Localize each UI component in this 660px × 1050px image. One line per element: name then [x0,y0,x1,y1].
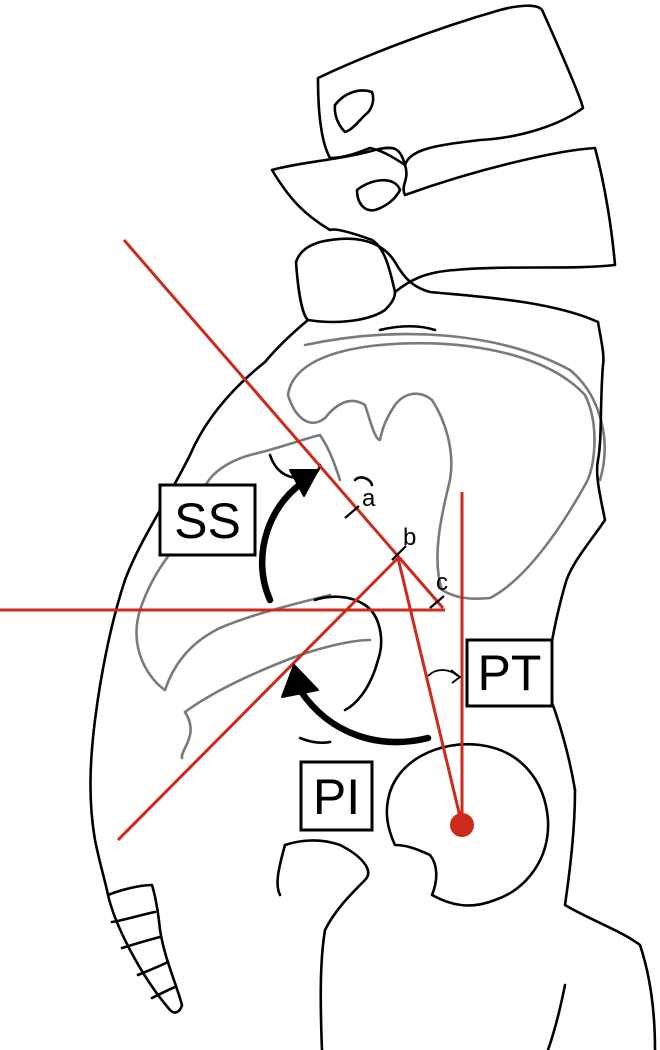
vertebra-l3 [316,4,585,167]
hip-axis-point [450,813,474,837]
sacrum-outline [89,318,310,897]
pt-label: PT [465,638,554,708]
pt-label-text: PT [478,645,542,701]
ss-label-text: SS [174,493,241,549]
vertebra-l4 [270,146,617,294]
pi-label-text: PI [313,769,360,825]
sacral-endplate-line [122,239,445,609]
vertebra-l5 [294,237,605,367]
pt-angle-arrow [427,669,462,684]
pt-label-box [465,638,554,708]
pi-label-box [299,760,374,832]
ss-angle-arrow [259,469,319,604]
pi-angle-arrow [281,664,432,746]
ss-label-box [158,483,257,557]
coccyx [106,883,184,1014]
pi-label: PI [299,760,374,832]
endplate-point-markers: a b c [344,485,448,609]
point-b-label: b [403,524,416,551]
point-b-tick [391,545,407,561]
reference-lines [0,239,474,842]
point-c-label: c [436,569,448,596]
point-a-label: a [362,485,376,512]
point-c-tick [429,595,445,609]
pi-perpendicular-line [116,556,400,842]
point-a-tick [344,505,360,519]
femoral-head [385,742,550,907]
ss-label: SS [158,483,257,557]
hip-axis-to-endplate-line [396,557,464,826]
femur [283,839,370,1050]
